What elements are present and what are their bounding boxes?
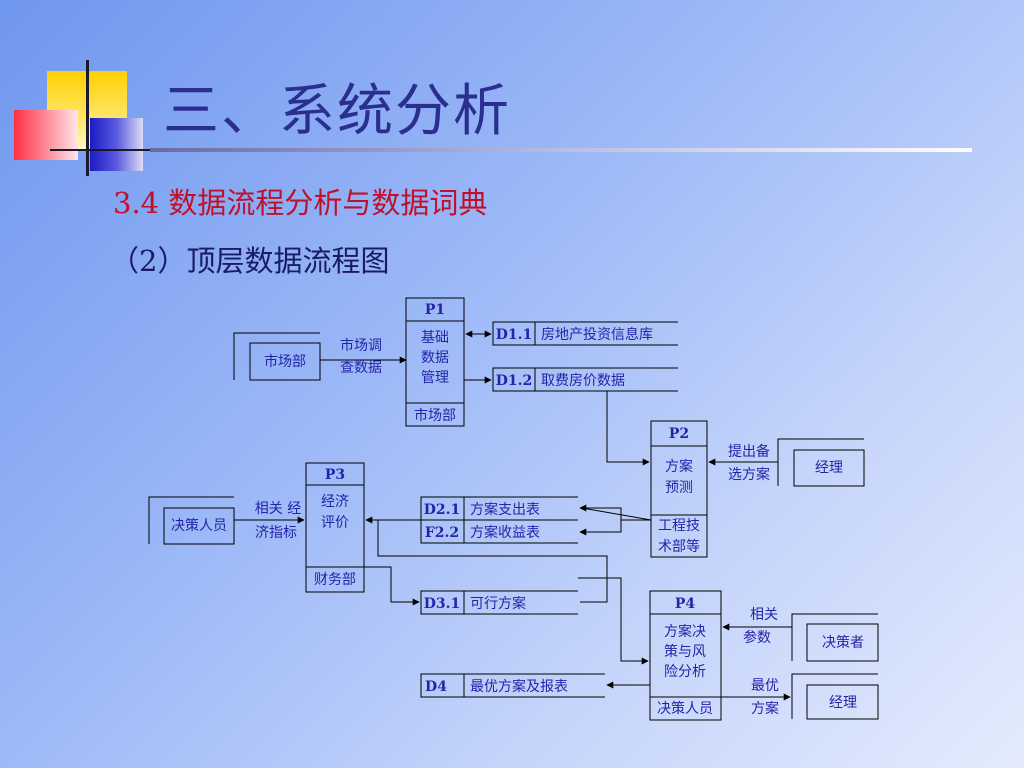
store-d4-shape	[420, 673, 605, 698]
p3-line-2: 评价	[321, 515, 349, 531]
store-d21-id: D2.1	[424, 502, 461, 518]
p1-location: 市场部	[414, 407, 456, 424]
flow-best-plan-1: 最优	[751, 678, 779, 694]
p2-location-1: 工程技	[658, 518, 700, 534]
store-d12-id: D1.2	[496, 373, 533, 389]
p4-line-2: 策与风	[664, 643, 706, 660]
external-decision-staff-box	[163, 507, 235, 545]
p4-id: P4	[675, 596, 696, 612]
p1-line-3: 管理	[421, 370, 449, 386]
flow-loop-line	[377, 520, 608, 603]
external-manager1-box	[793, 449, 865, 487]
flow-d31-p4-line	[578, 577, 649, 665]
store-d11-name: 房地产投资信息库	[541, 326, 653, 343]
store-f22-id: F2.2	[425, 525, 459, 541]
flow-market-survey-2: 查数据	[340, 360, 382, 376]
p2-line-2: 预测	[665, 480, 693, 496]
section-heading: 3.4 数据流程分析与数据词典	[113, 186, 488, 220]
external-decision-maker: 决策者	[822, 634, 864, 651]
external-manager2-box	[806, 684, 879, 720]
flow-econ-index-1: 相关 经	[255, 501, 301, 517]
store-f22-name: 方案收益表	[470, 524, 540, 541]
p4-line-3: 险分析	[664, 664, 706, 680]
store-d12-shape	[492, 367, 678, 392]
flow-market-survey-1: 市场调	[340, 337, 382, 354]
p4-line-1: 方案决	[664, 623, 706, 640]
p1-line-1: 基础	[421, 329, 449, 346]
store-d12-name: 取费房价数据	[541, 373, 625, 389]
external-manager1: 经理	[815, 460, 843, 476]
external-manager2: 经理	[829, 695, 857, 711]
p1-id: P1	[425, 302, 445, 318]
store-d31-id: D3.1	[424, 596, 461, 612]
process-p3-box	[305, 462, 365, 593]
store-d11-shape	[492, 321, 678, 346]
store-d21-name: 方案支出表	[470, 501, 540, 518]
p3-line-1: 经济	[321, 494, 349, 510]
flow-propose-plan-1: 提出备	[728, 443, 770, 460]
store-d4-name: 最优方案及报表	[470, 678, 568, 695]
p2-id: P2	[669, 426, 689, 442]
external-decision-staff: 决策人员	[171, 517, 227, 534]
store-d31-shape	[420, 590, 578, 615]
flow-p3-d31-line	[364, 566, 420, 606]
flow-propose-plan-2: 选方案	[728, 466, 770, 483]
flow-p2-d2-diag	[581, 507, 652, 521]
store-d11-id: D1.1	[496, 327, 533, 343]
flow-d12-p2-line	[606, 391, 650, 466]
external-market-box	[249, 342, 321, 381]
flow-p2-f22-line	[579, 520, 622, 536]
flow-related-params-2: 参数	[743, 629, 771, 646]
p2-location-2: 术部等	[658, 538, 700, 555]
store-d31-name: 可行方案	[470, 595, 526, 612]
title-underline	[150, 148, 972, 152]
flow-related-params-1: 相关	[750, 607, 778, 623]
p4-location: 决策人员	[657, 700, 713, 717]
deco-vertical-line	[86, 60, 89, 176]
p1-line-2: 数据	[421, 350, 449, 366]
external-market: 市场部	[264, 353, 306, 370]
flow-best-plan-2: 方案	[751, 700, 779, 717]
process-p4-box	[649, 590, 722, 721]
p3-location: 财务部	[314, 572, 356, 588]
flow-p2-d21-line	[579, 504, 651, 521]
p2-line-1: 方案	[665, 458, 693, 475]
deco-red-square	[14, 110, 78, 160]
flow-econ-index-2: 济指标	[255, 525, 297, 541]
p3-id: P3	[325, 467, 345, 483]
process-p2-box	[650, 420, 708, 558]
deco-blue-square	[90, 118, 143, 171]
subsection-heading: （2）顶层数据流程图	[110, 244, 390, 278]
store-d4-id: D4	[425, 679, 447, 695]
external-decision-maker-box	[806, 623, 879, 662]
page-title: 三、系统分析	[163, 79, 511, 144]
